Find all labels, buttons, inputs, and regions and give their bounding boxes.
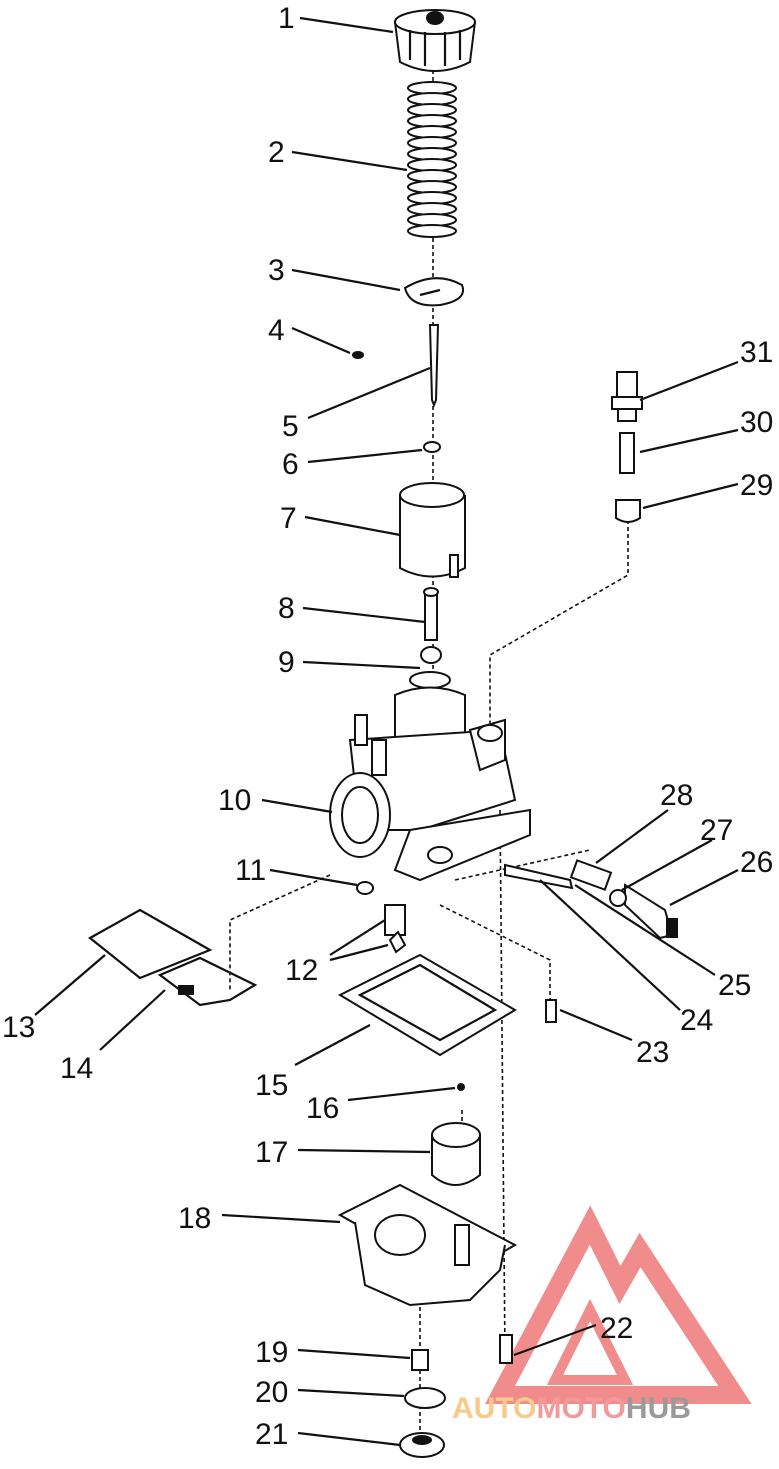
callout-19: 19	[255, 1336, 288, 1369]
part-11-jet	[356, 881, 374, 895]
callout-14: 14	[60, 1052, 93, 1085]
part-26-knob	[624, 883, 678, 940]
part-15-gasket	[337, 953, 517, 1057]
callout-27: 27	[700, 814, 733, 847]
callout-9: 9	[278, 646, 295, 679]
part-24-needle	[504, 863, 574, 890]
part-18-float-bowl	[337, 1183, 518, 1307]
callout-10: 10	[218, 784, 251, 817]
callout-20: 20	[255, 1376, 288, 1409]
part-6-ring	[423, 441, 441, 453]
part-21-plug	[399, 1432, 445, 1458]
part-13-14-plate	[88, 908, 258, 1007]
part-31-fitting	[611, 371, 643, 422]
part-12-jets	[384, 904, 407, 954]
watermark-moto: MOTO	[536, 1392, 625, 1425]
callout-28: 28	[660, 779, 693, 812]
part-2-spring	[407, 81, 457, 238]
callout-labels: 1 2 3 4 5 6 7 8 9 10 11 12 13 14 15 16 1…	[2, 2, 773, 1451]
callout-15: 15	[255, 1069, 288, 1102]
part-19-jet	[411, 1349, 429, 1371]
callout-21: 21	[255, 1418, 288, 1451]
part-22-screw	[499, 1334, 513, 1364]
callout-8: 8	[278, 592, 295, 625]
callout-7: 7	[280, 502, 297, 535]
callout-5: 5	[282, 410, 299, 443]
logo-inner-triangle-icon	[546, 1298, 634, 1385]
callout-1: 1	[278, 2, 295, 35]
callout-22: 22	[600, 1312, 633, 1345]
callout-12: 12	[285, 954, 318, 987]
callout-2: 2	[268, 136, 285, 169]
part-9-nut	[420, 646, 442, 664]
part-5-needle	[428, 324, 440, 408]
callout-6: 6	[282, 448, 299, 481]
part-1-cap	[393, 9, 477, 72]
part-17-float	[431, 1122, 481, 1186]
part-30-spring	[619, 432, 635, 474]
part-4-clip	[352, 351, 364, 359]
callout-25: 25	[718, 969, 751, 1002]
part-28-spring	[569, 859, 613, 891]
spring-coil	[407, 224, 457, 238]
callout-11: 11	[235, 854, 266, 887]
callout-31: 31	[740, 336, 773, 369]
part-27-washer	[609, 889, 627, 907]
part-3-washer	[403, 277, 464, 307]
callout-18: 18	[178, 1202, 211, 1235]
watermark-hub: HUB	[626, 1392, 691, 1425]
callout-3: 3	[268, 254, 285, 287]
callout-24: 24	[680, 1004, 713, 1037]
callout-17: 17	[255, 1136, 288, 1169]
watermark-text: AUTOMOTOHUB	[452, 1392, 691, 1425]
callout-4: 4	[268, 314, 285, 347]
callout-13: 13	[2, 1011, 35, 1044]
watermark-logo	[485, 1205, 752, 1404]
part-20-o-ring	[404, 1387, 446, 1409]
callout-29: 29	[740, 469, 773, 502]
part-16-ball	[457, 1083, 465, 1091]
part-10-carburetor-body	[329, 671, 531, 882]
part-7-throttle-slide	[399, 482, 466, 578]
part-8-screw	[423, 587, 439, 641]
watermark-auto: AUTO	[452, 1392, 536, 1425]
callout-16: 16	[306, 1092, 339, 1125]
callout-23: 23	[636, 1036, 669, 1069]
leader-lines	[34, 16, 739, 1447]
callout-26: 26	[740, 846, 773, 879]
logo-triangle-icon	[485, 1205, 752, 1404]
callout-30: 30	[740, 406, 773, 439]
part-23-screw	[545, 999, 557, 1023]
part-29-cap	[615, 499, 641, 523]
